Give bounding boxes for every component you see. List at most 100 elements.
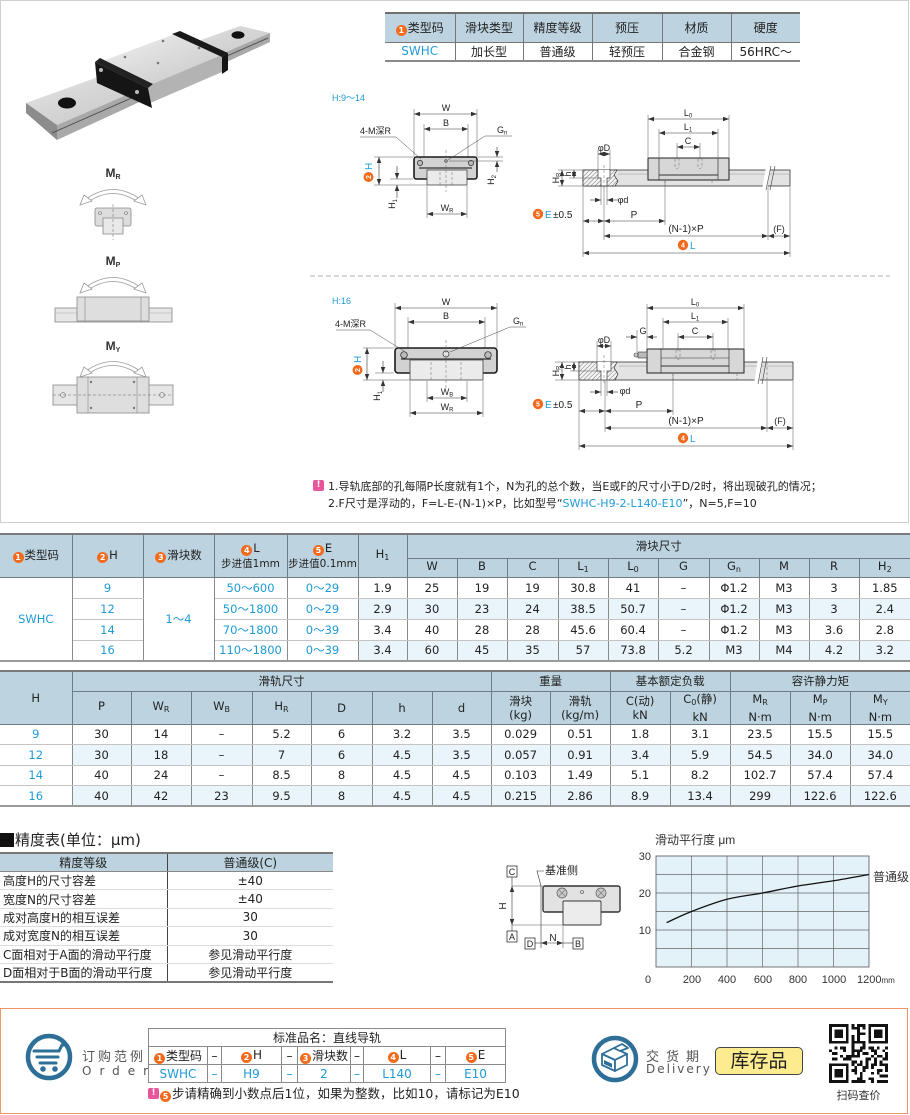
value-cell: – <box>657 619 710 641</box>
value-cell: 8.5 <box>251 765 312 786</box>
note-text: 步请精确到小数点后1位，如果为整数，比如10，请标记为E10 <box>172 1086 520 1101</box>
moment-diagram-my: MY <box>52 339 174 414</box>
group-header-slider-dims: 滑块尺寸 <box>406 533 910 559</box>
value-cell: 3.4 <box>357 619 408 641</box>
value-cell: 3.1 <box>669 724 731 745</box>
order-section-label-en: Order <box>82 1064 157 1078</box>
dim-label-e: 5 E ±0.5 <box>532 398 573 411</box>
chart-title: 滑动平行度 μm <box>655 832 735 847</box>
svg-text:20: 20 <box>639 888 651 900</box>
value-cell: 28 <box>456 619 508 641</box>
e-range-cell: 0～39 <box>286 619 359 641</box>
svg-text:H: H <box>353 356 364 363</box>
col-header-h1: H1 <box>357 533 408 578</box>
value-cell: 4.5 <box>371 744 433 766</box>
value-cell: 30 <box>71 724 132 745</box>
separator: – <box>350 1046 364 1065</box>
value-cell: 57.4 <box>789 765 851 786</box>
rail-dimension-table: H 滑轨尺寸 重量 基本额定负载 容许静力矩 P WR WB HR D h d … <box>0 670 910 807</box>
svg-text:5: 5 <box>536 212 540 219</box>
col-header-h2: H2 <box>858 557 910 578</box>
value-cell: ±40 <box>167 889 333 909</box>
h-cell: 14 <box>0 765 73 786</box>
value-cell: 25 <box>406 577 458 599</box>
value-cell: 40 <box>71 785 132 807</box>
dim-label-phi-d-large: φD <box>598 143 611 153</box>
value-cell: 1.85 <box>858 577 910 599</box>
svg-text:400: 400 <box>718 974 736 986</box>
value-cell: 0.103 <box>490 765 551 786</box>
badge-5-icon: 5 <box>160 1091 171 1102</box>
badge-1-icon: 1 <box>12 552 24 564</box>
col-header-w: W <box>406 557 458 578</box>
svg-text:2: 2 <box>355 368 362 372</box>
ref-dim-h: H <box>498 902 509 909</box>
dim-label-w: W <box>442 297 451 307</box>
table-row: 12 50～1800 0～29 2.9 30 23 24 38.5 50.7 –… <box>0 598 910 620</box>
h-cell: 12 <box>0 744 73 766</box>
title-text: 精度表(单位：μm) <box>15 831 141 849</box>
table-row: 16 110～1800 0～39 3.4 60 45 35 57 73.8 5.… <box>0 640 910 662</box>
value-cell: 0.91 <box>549 744 611 766</box>
value-cell: 参见滑动平行度 <box>167 963 333 983</box>
value-cell: 57 <box>557 640 609 662</box>
value-cell: 4.5 <box>431 765 492 786</box>
ref-face-b: B <box>575 939 581 949</box>
side-view-drawing-h16: L0 L1 C G φD HR h φd 5 <box>532 297 794 450</box>
value-cell: 34.0 <box>789 744 851 766</box>
dim-label-h1: H1 <box>372 390 384 401</box>
value-cell: 24 <box>130 765 192 786</box>
value-cell: 30 <box>71 744 132 766</box>
e-range-cell: 0～39 <box>286 640 359 662</box>
ref-face-d: D <box>527 939 534 949</box>
package-box-icon <box>591 1035 639 1083</box>
svg-text:E: E <box>545 400 552 411</box>
value-cell: 57.4 <box>849 765 910 786</box>
col-header-r: R <box>808 557 860 578</box>
separator: – <box>430 1046 446 1065</box>
value-cell: 1.8 <box>609 724 671 745</box>
value-cell: 19 <box>456 577 508 599</box>
separator: – <box>207 1046 222 1065</box>
reference-side-label: 基准侧 <box>545 864 578 877</box>
dim-label-phi-d-small: φd <box>620 386 631 396</box>
note-line-1: 1.导轨底部的孔每隔P长度就有1个，N为孔的总个数，当E或F的尺寸小于D/2时，… <box>313 478 822 495</box>
cross-section-drawing-h9-14: H:9～14 W B 2 H H1 H2 <box>332 93 512 218</box>
dim-label-gn: Gn <box>513 316 523 328</box>
notes: 1.导轨底部的孔每隔P长度就有1个，N为孔的总个数，当E或F的尺寸小于D/2时，… <box>313 478 822 512</box>
header-step-note: 步进值0.1mm <box>288 557 357 570</box>
value-cell: 15.5 <box>789 724 851 745</box>
h-cell: 16 <box>0 785 73 807</box>
badge-1-icon: 1 <box>153 1053 165 1064</box>
dim-label-h-small: h <box>563 364 573 369</box>
size-range-label: H:9～14 <box>332 93 365 103</box>
header-subscript: 1 <box>384 552 390 562</box>
value-cell: 299 <box>729 785 791 807</box>
value-cell: M4 <box>758 640 810 662</box>
table-row: 12 30 18 – 7 6 4.5 3.5 0.057 0.91 3.4 5.… <box>0 744 910 766</box>
svg-text:±0.5: ±0.5 <box>553 400 573 411</box>
value-cell: 2.9 <box>357 598 408 620</box>
value-cell: 34.0 <box>849 744 910 766</box>
l-range-cell: 110～1800 <box>213 640 288 662</box>
value-cell: 8.9 <box>609 785 671 807</box>
tap-hole-label: 4-M深R <box>335 319 366 329</box>
qr-code[interactable] <box>829 1024 888 1083</box>
col-header-wr: WR <box>130 690 192 725</box>
group-header-rail-dims: 滑轨尺寸 <box>71 670 492 692</box>
dim-label-e: 5 E ±0.5 <box>532 208 573 221</box>
col-header-dynamic-load: C(动)kN <box>609 690 671 725</box>
col-header-wb: WB <box>190 690 253 725</box>
value-cell: 6 <box>310 744 373 766</box>
separator: – <box>430 1064 446 1083</box>
item-cell: 成对高度H的相互误差 <box>0 908 168 928</box>
svg-text:4: 4 <box>681 436 685 443</box>
group-header-load-rating: 基本额定负载 <box>609 670 731 692</box>
value-cell: 73.8 <box>607 640 659 662</box>
dim-label-p: P <box>631 210 638 221</box>
